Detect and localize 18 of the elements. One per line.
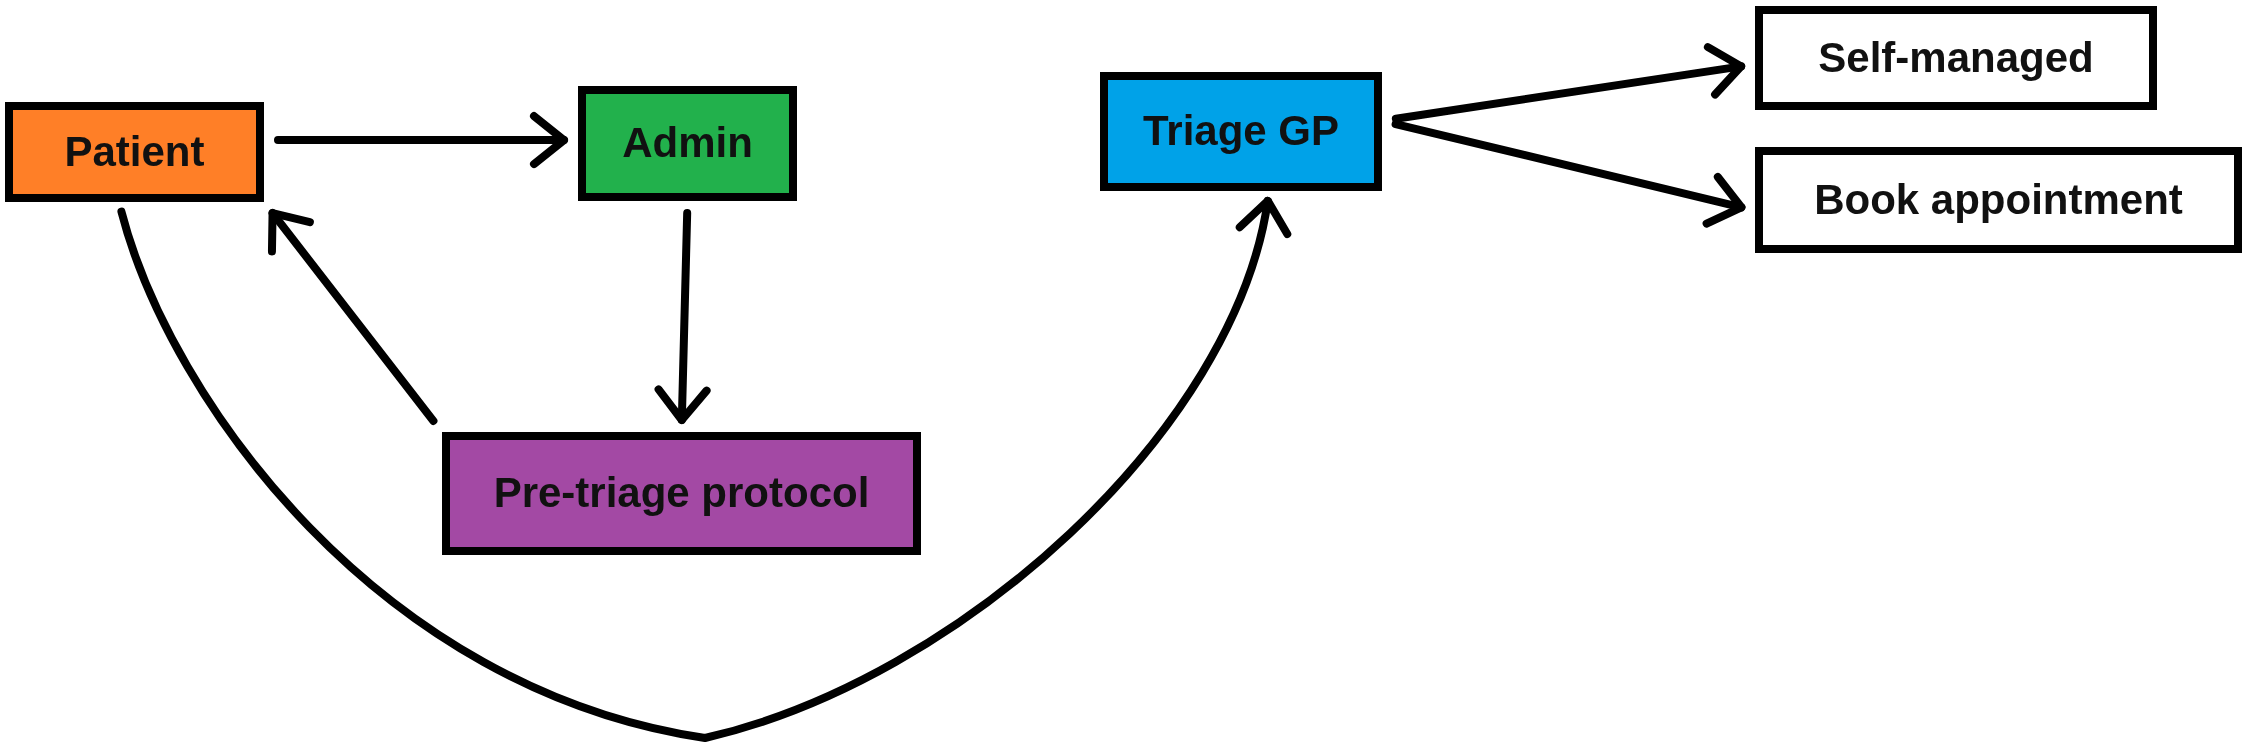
arrow bbox=[654, 209, 711, 424]
box-label: Triage GP bbox=[1142, 108, 1340, 155]
arrow bbox=[117, 196, 1289, 742]
process-box bbox=[442, 432, 921, 555]
arrow bbox=[274, 112, 568, 169]
box-label: Admin bbox=[622, 120, 753, 167]
box-label: Patient bbox=[64, 128, 205, 176]
arrow bbox=[1391, 43, 1746, 123]
arrow bbox=[1391, 120, 1746, 228]
box-label: Book appointment bbox=[1814, 176, 2183, 224]
process-box bbox=[5, 102, 264, 202]
arrow bbox=[267, 209, 438, 425]
process-box bbox=[1100, 72, 1382, 191]
process-box bbox=[578, 86, 797, 201]
process-box bbox=[1755, 6, 2157, 110]
box-label: Self-managed bbox=[1818, 34, 2094, 82]
process-box bbox=[1755, 147, 2242, 253]
box-label: Pre-triage protocol bbox=[493, 470, 870, 517]
